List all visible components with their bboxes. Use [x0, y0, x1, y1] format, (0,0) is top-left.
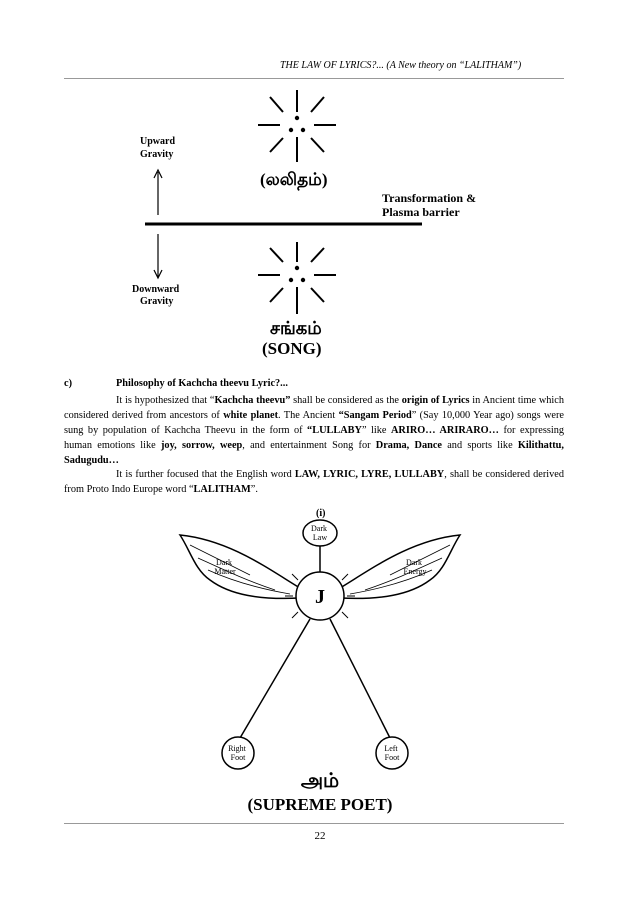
page-number: 22 — [300, 830, 340, 842]
dot — [295, 116, 299, 120]
song-label: (SONG) — [262, 339, 322, 358]
footer-rule — [64, 823, 564, 824]
dot — [301, 128, 305, 132]
dot — [301, 278, 305, 282]
section-number: c) — [64, 378, 116, 389]
right-wing — [340, 535, 460, 598]
left-foot-label: Left Foot — [384, 744, 400, 762]
upper-radiant-symbol — [258, 90, 336, 162]
dark-matter-label: Dark Matter — [214, 558, 236, 576]
right-leg-line — [330, 619, 390, 738]
center-label: J — [315, 586, 325, 608]
figure-label: (i) — [316, 508, 325, 519]
dot — [295, 266, 299, 270]
transformation-label: Transformation & Plasma barrier — [382, 191, 479, 219]
paragraph-kachcha-theevu: It is hypothesized that “Kachcha theevu”… — [64, 393, 564, 468]
tamil-sangam-label: சங்கம் — [270, 318, 322, 338]
lower-radiant-symbol — [258, 242, 336, 314]
figure-gravity-diagram: Upward Gravity (லலிதம்) Transformation &… — [100, 82, 540, 367]
upward-gravity-label: Upward Gravity — [140, 136, 178, 160]
left-wing — [180, 535, 300, 598]
section-title: Philosophy of Kachcha theevu Lyric?... — [116, 378, 288, 389]
downward-gravity-label: Downward Gravity — [132, 284, 182, 307]
upward-arrow — [154, 170, 162, 215]
tamil-am-label: அம் — [301, 770, 339, 792]
figure-supreme-poet: (i) Dark Law Dark Matter Dark Energy J R… — [150, 500, 490, 820]
header-rule — [64, 78, 564, 79]
dot — [289, 278, 293, 282]
right-foot-label: Right Foot — [228, 744, 248, 762]
paragraph-lalitham: It is further focused that the English w… — [64, 467, 564, 497]
section-heading: c)Philosophy of Kachcha theevu Lyric?... — [64, 378, 564, 389]
running-header: THE LAW OF LYRICS?... (A New theory on “… — [280, 60, 521, 71]
downward-arrow — [154, 234, 162, 278]
dot — [289, 128, 293, 132]
dark-law-label: Dark Law — [311, 524, 329, 542]
left-leg-line — [240, 619, 310, 738]
supreme-poet-label: (SUPREME POET) — [248, 795, 393, 814]
dark-energy-label: Dark Energy — [404, 558, 427, 576]
tamil-lalitham-label: (லலிதம்) — [260, 170, 328, 190]
